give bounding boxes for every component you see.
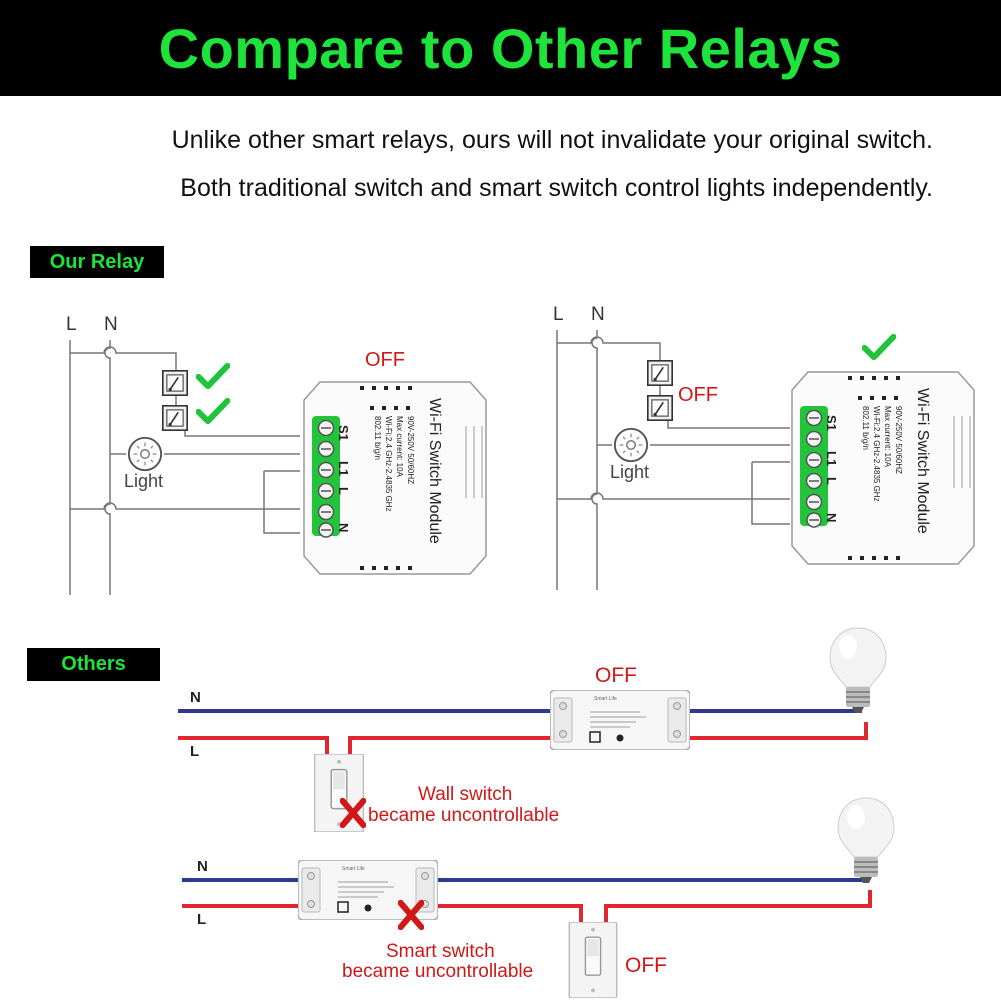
module-spec-current: Max current: 10A xyxy=(395,416,404,478)
generic-smart-relay xyxy=(550,690,690,750)
others-diagram-smart-switch: N L Smart Life Smart switch became uncon… xyxy=(182,797,895,998)
page-title: Compare to Other Relays xyxy=(158,16,843,80)
off-label: OFF xyxy=(595,664,637,687)
check-icon xyxy=(865,337,894,357)
intro-line-2: Both traditional switch and smart switch… xyxy=(180,174,933,202)
check-icon xyxy=(199,401,228,421)
terminal-l1: L1 xyxy=(824,451,839,466)
wall-switch-note-1: Wall switch xyxy=(418,784,512,805)
terminal-l: L xyxy=(336,487,351,495)
wall-switch-note-2: became uncontrollable xyxy=(368,805,559,826)
module-spec-band: Wi-Fi:2.4 GHz-2.4835 GHz xyxy=(384,416,393,512)
neutral-label: N xyxy=(197,858,208,875)
wifi-switch-module: Wi-Fi Switch Module 90V-250V 50/60HZ Max… xyxy=(303,381,487,575)
bulb-icon xyxy=(829,627,887,714)
section-tag-our-relay: Our Relay xyxy=(30,246,164,278)
terminal-l1: L1 xyxy=(336,461,351,476)
module-title: Wi-Fi Switch Module xyxy=(426,398,443,544)
terminal-s1: S1 xyxy=(824,415,839,431)
module-spec-proto: 802.11 b/g/n xyxy=(373,416,382,460)
module-spec-voltage: 90V-250V 50/60HZ xyxy=(406,416,415,484)
generic-relay-brand: Smart Life xyxy=(342,866,365,872)
bulb-icon xyxy=(837,797,895,884)
neutral-label: N xyxy=(104,314,118,335)
smart-switch-note-1: Smart switch xyxy=(386,941,495,962)
light-bulb-symbol-icon xyxy=(127,436,163,472)
module-title: Wi-Fi Switch Module xyxy=(914,388,931,534)
module-spec-band: Wi-Fi:2.4 GHz-2.4835 GHz xyxy=(872,406,881,502)
off-label: OFF xyxy=(625,954,667,977)
module-spec-voltage: 90V-250V 50/60HZ xyxy=(894,406,903,474)
off-label: OFF xyxy=(365,349,405,371)
light-label: Light xyxy=(610,462,649,482)
terminal-l: L xyxy=(824,477,839,485)
others-diagram-wall-switch: N L Smart Life OFF Wall switch became un… xyxy=(178,627,887,832)
wifi-switch-module: Wi-Fi Switch Module 90V-250V 50/60HZ Max… xyxy=(791,371,975,565)
terminal-n: N xyxy=(336,523,351,532)
header-banner: Compare to Other Relays xyxy=(0,0,1001,96)
neutral-label: N xyxy=(591,304,605,325)
check-icon xyxy=(199,366,228,386)
our-relay-diagram-on: L N OFF Light Wi-Fi Switch Module 90V-25… xyxy=(553,304,975,590)
neutral-label: N xyxy=(190,689,201,706)
wall-switch-icon xyxy=(568,922,618,998)
light-label: Light xyxy=(124,471,163,491)
module-spec-current: Max current: 10A xyxy=(883,406,892,468)
light-bulb-symbol-icon xyxy=(613,427,649,463)
terminal-s1: S1 xyxy=(336,425,351,441)
terminal-n: N xyxy=(824,513,839,522)
live-label: L xyxy=(190,743,199,760)
live-label: L xyxy=(553,304,564,325)
live-label: L xyxy=(66,314,77,335)
off-label: OFF xyxy=(678,384,718,406)
module-spec-proto: 802.11 b/g/n xyxy=(861,406,870,450)
our-relay-diagram-off: L N Light OFF Wi-Fi Switch Module 90V-25… xyxy=(66,314,487,595)
live-label: L xyxy=(197,911,206,928)
intro-line-1: Unlike other smart relays, ours will not… xyxy=(171,126,933,154)
smart-switch-note-2: became uncontrollable xyxy=(342,961,533,982)
generic-relay-brand: Smart Life xyxy=(594,696,617,702)
section-tag-others: Others xyxy=(27,648,160,681)
